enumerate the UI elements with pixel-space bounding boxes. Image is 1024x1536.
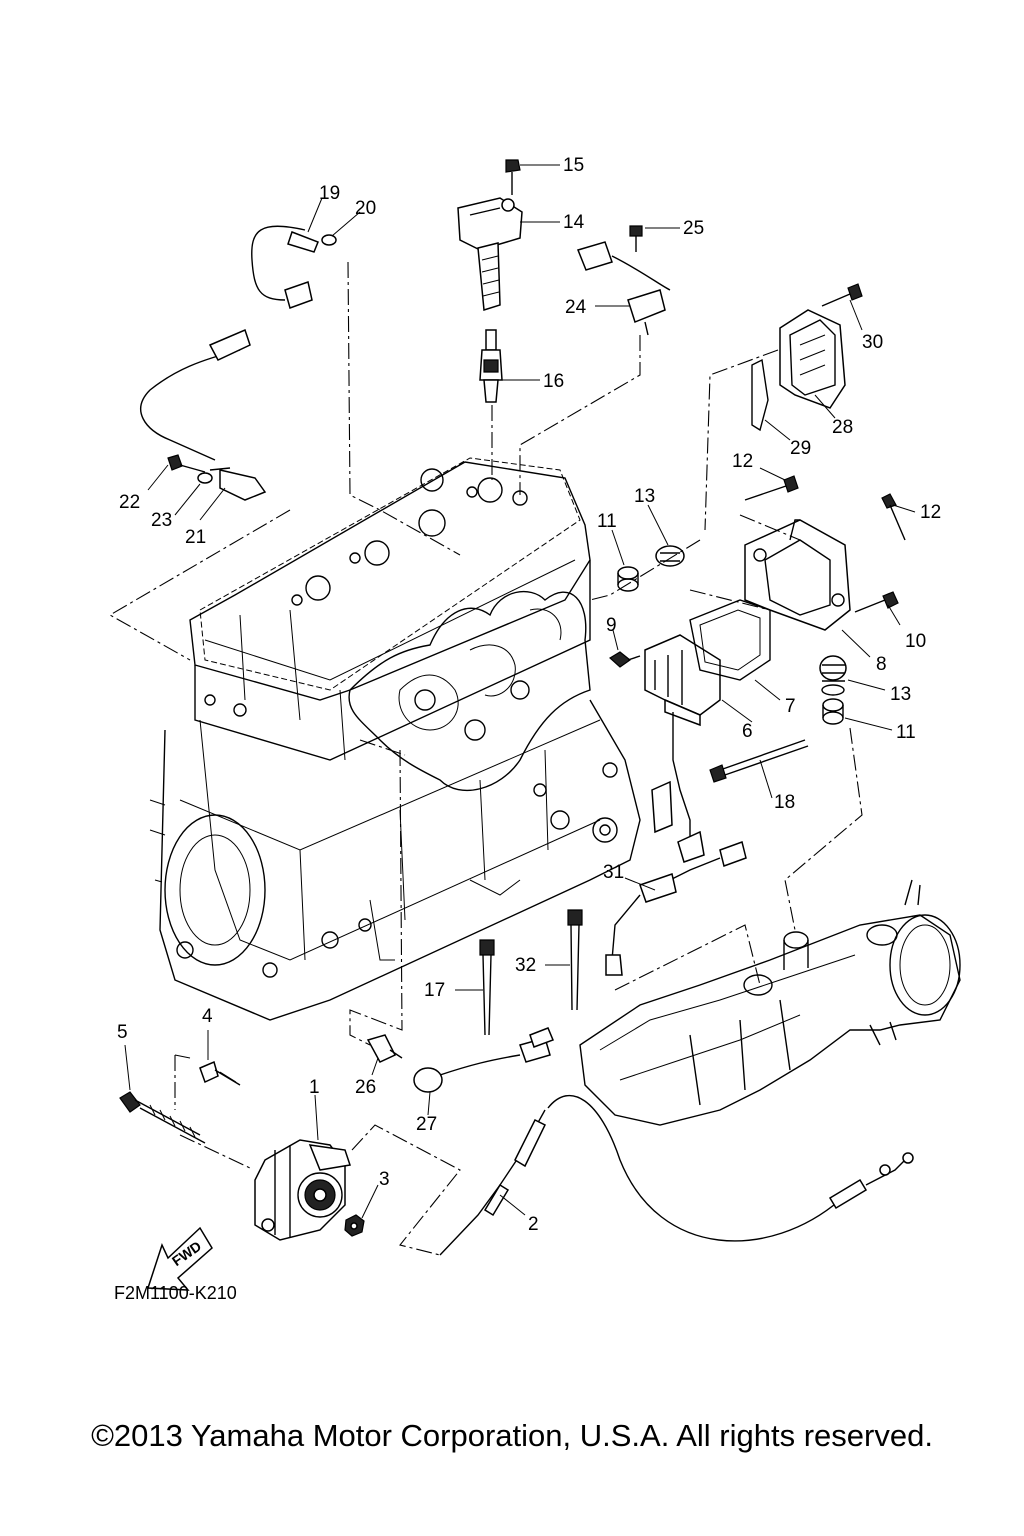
callout-20: 20 bbox=[355, 198, 376, 219]
callout-19: 19 bbox=[319, 183, 340, 204]
callout-23: 23 bbox=[151, 510, 172, 531]
callout-13-lower: 13 bbox=[890, 684, 911, 705]
bolt-22 bbox=[167, 454, 206, 473]
callout-26: 26 bbox=[355, 1077, 376, 1098]
callout-7: 7 bbox=[785, 696, 796, 717]
collar-11-lower bbox=[822, 698, 844, 725]
callout-21: 21 bbox=[185, 527, 206, 548]
callout-16: 16 bbox=[543, 371, 564, 392]
callout-9: 9 bbox=[606, 615, 617, 636]
callout-10: 10 bbox=[905, 631, 926, 652]
callout-14: 14 bbox=[563, 212, 585, 233]
callout-1: 1 bbox=[309, 1077, 320, 1098]
fwd-arrow: FWD bbox=[146, 1226, 213, 1291]
callout-29: 29 bbox=[790, 438, 811, 459]
bolt-5 bbox=[119, 1091, 206, 1144]
regulator-28 bbox=[779, 309, 846, 409]
gasket-29 bbox=[751, 358, 769, 432]
callout-11-upper: 11 bbox=[597, 511, 617, 532]
callout-11-lower: 11 bbox=[896, 722, 916, 743]
throttle-cable bbox=[439, 1095, 914, 1256]
callout-22: 22 bbox=[119, 492, 140, 513]
washer-20 bbox=[321, 234, 337, 246]
gasket-7 bbox=[689, 599, 771, 681]
bracket-8 bbox=[744, 519, 851, 631]
sensor-27 bbox=[413, 1027, 554, 1093]
copyright-notice: ©2013 Yamaha Motor Corporation, U.S.A. A… bbox=[91, 1418, 933, 1453]
callout-18: 18 bbox=[774, 792, 795, 813]
callout-13-upper: 13 bbox=[634, 486, 655, 507]
exhaust-pipe bbox=[579, 879, 961, 1126]
callout-3: 3 bbox=[379, 1169, 390, 1190]
nut bbox=[344, 1214, 365, 1237]
callout-31: 31 bbox=[603, 862, 624, 883]
bolt-10 bbox=[854, 591, 899, 613]
bolt-30 bbox=[821, 283, 863, 307]
washer-23 bbox=[197, 472, 213, 484]
callout-6: 6 bbox=[742, 721, 753, 742]
screw-4 bbox=[199, 1060, 241, 1086]
ignition-coil bbox=[457, 197, 523, 311]
callout-27: 27 bbox=[416, 1114, 437, 1135]
throttle-body bbox=[254, 1139, 351, 1241]
pressure-switch-26 bbox=[366, 1034, 403, 1063]
bolt-12-right bbox=[881, 493, 906, 541]
spark-plug bbox=[479, 329, 503, 403]
ecu-module bbox=[644, 634, 721, 727]
callout-labels: 1 2 3 4 5 6 7 8 9 10 11 11 12 12 13 13 1… bbox=[117, 155, 941, 1235]
callout-5: 5 bbox=[117, 1022, 128, 1043]
callout-28: 28 bbox=[832, 417, 853, 438]
callout-8: 8 bbox=[876, 654, 887, 675]
callout-12-left: 12 bbox=[732, 451, 753, 472]
engine-block bbox=[149, 457, 641, 1021]
callout-17: 17 bbox=[424, 980, 445, 1001]
callout-30: 30 bbox=[862, 332, 883, 353]
collar-11-upper bbox=[617, 566, 639, 592]
drawing-code: F2M1100-K210 bbox=[114, 1283, 237, 1303]
sensor-31 bbox=[605, 841, 747, 976]
cable-tie-17 bbox=[479, 939, 495, 1036]
callout-2: 2 bbox=[528, 1214, 539, 1235]
bolt-12-left bbox=[744, 475, 799, 501]
cable-tie-32 bbox=[567, 909, 583, 1011]
grommet-13-upper bbox=[655, 545, 685, 567]
callout-32: 32 bbox=[515, 955, 536, 976]
callout-4: 4 bbox=[202, 1006, 213, 1027]
ecu-harness bbox=[651, 712, 705, 863]
callout-24: 24 bbox=[565, 297, 587, 318]
callout-25: 25 bbox=[683, 218, 704, 239]
sensor-24 bbox=[576, 241, 671, 336]
sensor-19 bbox=[251, 225, 319, 309]
bolt-9 bbox=[608, 651, 641, 668]
bolt-25 bbox=[629, 225, 643, 252]
grommet-13-lower bbox=[819, 655, 847, 696]
cable-tie-18 bbox=[709, 739, 809, 783]
assembly-leaders bbox=[108, 261, 863, 1256]
sensor-21 bbox=[140, 328, 267, 501]
callout-15: 15 bbox=[563, 155, 584, 176]
bolt-15 bbox=[505, 159, 521, 195]
callout-12-right: 12 bbox=[920, 502, 941, 523]
callout-leaders bbox=[124, 164, 916, 1219]
